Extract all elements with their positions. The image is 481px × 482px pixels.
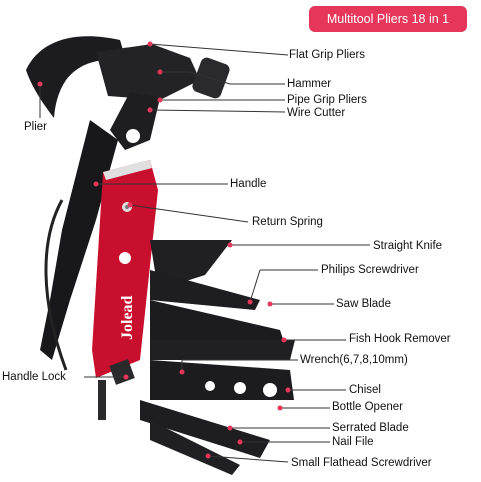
label-straight-knife: Straight Knife [373,240,443,252]
wrench-tool [150,360,294,400]
label-fish-hook-remover: Fish Hook Remover [349,333,451,345]
wrench-hole-2 [234,382,246,394]
label-nail-file: Nail File [332,436,374,448]
label-chisel: Chisel [349,384,381,396]
brand-logo: Jolead [119,295,136,340]
saw-blade [150,300,285,345]
label-plier: Plier [24,121,48,133]
label-wrench: Wrench(6,7,8,10mm) [300,354,408,366]
handle-lock-bar [98,380,106,420]
product-title-badge: Multitool Pliers 18 in 1 [309,6,467,32]
label-return-spring: Return Spring [252,216,323,228]
label-bottle-opener: Bottle Opener [332,401,403,413]
pivot-hole [126,129,140,143]
handle-lock [109,359,135,385]
red-handle-edge [103,160,152,180]
handle-hole [119,252,131,264]
label-serrated-blade: Serrated Blade [332,422,409,434]
label-saw-blade: Saw Blade [336,298,391,310]
label-handle-lock: Handle Lock [2,371,66,383]
hammer-head [96,44,200,100]
label-small-flathead-screwdriver: Small Flathead Screwdriver [291,457,432,469]
label-philips-screwdriver: Philips Screwdriver [321,264,419,276]
plier-jaws [110,92,160,150]
label-handle: Handle [230,178,267,190]
nail-file-blade [150,420,240,475]
leader-lines [39,43,370,463]
serrated-blade [140,400,270,458]
label-pipe-grip-pliers: Pipe Grip Pliers [287,94,367,106]
fish-hook-blade [150,340,295,360]
label-flat-grip-pliers: Flat Grip Pliers [289,49,366,61]
wrench-hole-1 [205,381,215,391]
return-spring-wire [44,199,68,371]
pointer-dots [37,41,291,459]
red-handle [92,160,158,378]
philips-screwdriver-blade [150,270,260,310]
wrench-hole-3 [263,383,277,397]
label-hammer: Hammer [287,78,332,90]
label-wire-cutter: Wire Cutter [287,107,346,119]
plier-handle-left [40,120,118,360]
